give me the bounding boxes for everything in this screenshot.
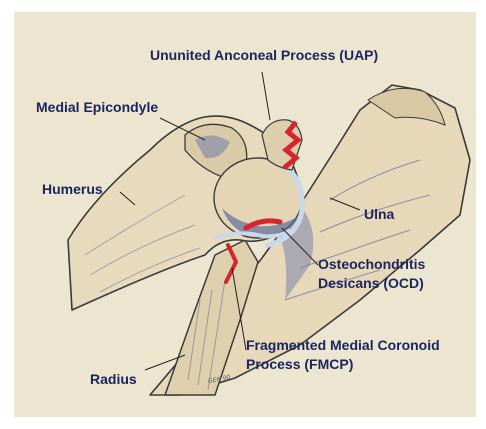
label-medial-epicondyle: Medial Epicondyle — [36, 98, 158, 116]
label-fmcp-line1: Fragmented Medial Coronoid — [246, 336, 440, 354]
label-ocd-line2: Desicans (OCD) — [318, 274, 424, 292]
label-ulna: Ulna — [364, 205, 394, 223]
label-humerus: Humerus — [42, 180, 103, 198]
label-uap: Ununited Anconeal Process (UAP) — [150, 46, 378, 64]
label-radius: Radius — [90, 370, 137, 388]
label-fmcp-line2: Process (FMCP) — [246, 355, 353, 373]
label-ocd-line1: Osteochondritis — [318, 255, 425, 273]
